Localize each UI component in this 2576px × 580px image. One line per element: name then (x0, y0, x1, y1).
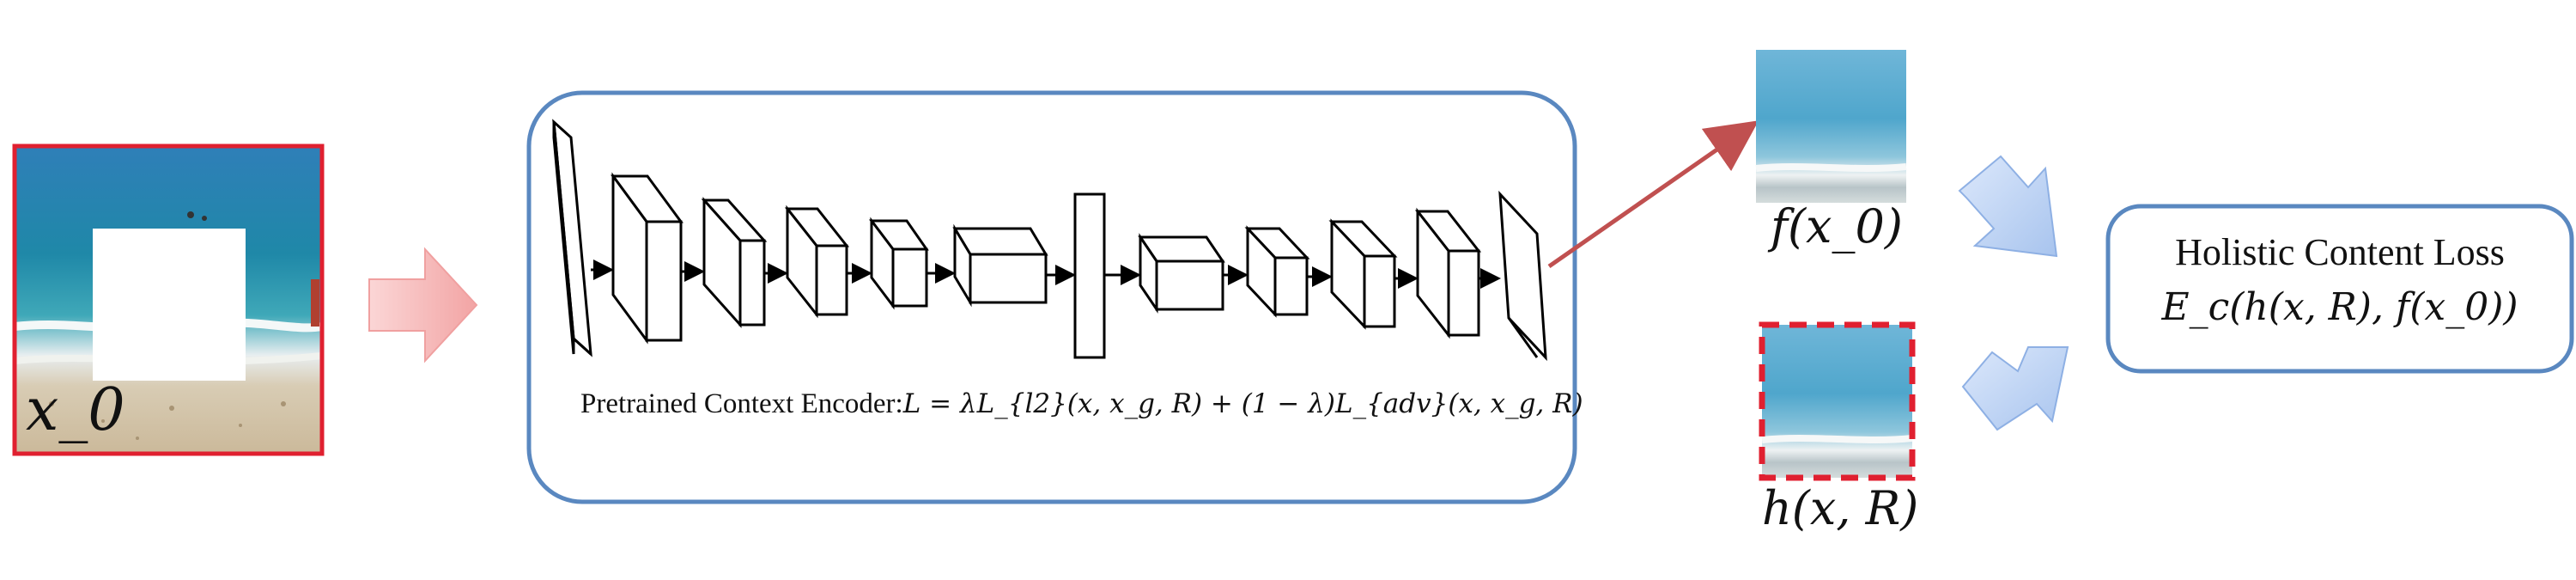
loss-box (2105, 204, 2574, 374)
encoder-caption: Pretrained Context Encoder:L = λL_{l2}(x… (580, 388, 1583, 420)
layer-2 (611, 172, 683, 345)
loss-title: Holistic Content Loss (2175, 231, 2505, 273)
input-image (12, 143, 325, 456)
encoder-container (526, 90, 1577, 504)
encoder-loss-formula: L = λL_{l2}(x, x_g, R) + (1 − λ)L_{adv}(… (902, 388, 1583, 419)
layer-12 (1498, 190, 1547, 362)
loss-formula: E_c(h(x, R), f(x_0)) (2161, 285, 2518, 329)
encoder-caption-text: Pretrained Context Encoder: (580, 388, 903, 419)
layer-8 (1138, 233, 1225, 314)
bottleneck (1073, 192, 1106, 359)
layer-5 (868, 217, 929, 310)
network-layers (552, 119, 1547, 362)
input-arrow (368, 247, 478, 363)
input-label: x_0 (26, 376, 125, 444)
feature-label: f(x_0) (1771, 199, 1903, 253)
layer-3 (701, 197, 768, 328)
feature-patch (1755, 50, 1907, 203)
layer-9 (1244, 225, 1310, 318)
hypothesis-patch (1759, 321, 1916, 481)
layer-1 (552, 119, 592, 357)
layer-10 (1328, 218, 1398, 330)
layer-4 (784, 205, 850, 319)
feature-arrow (1547, 120, 1759, 269)
hypothesis-to-loss-arrow (1961, 346, 2069, 431)
layer-connectors (591, 259, 1501, 289)
layer-11 (1414, 207, 1482, 339)
feature-to-loss-arrow (1958, 155, 2058, 258)
hypothesis-label: h(x, R) (1762, 481, 1919, 535)
layer-6 (952, 223, 1048, 308)
